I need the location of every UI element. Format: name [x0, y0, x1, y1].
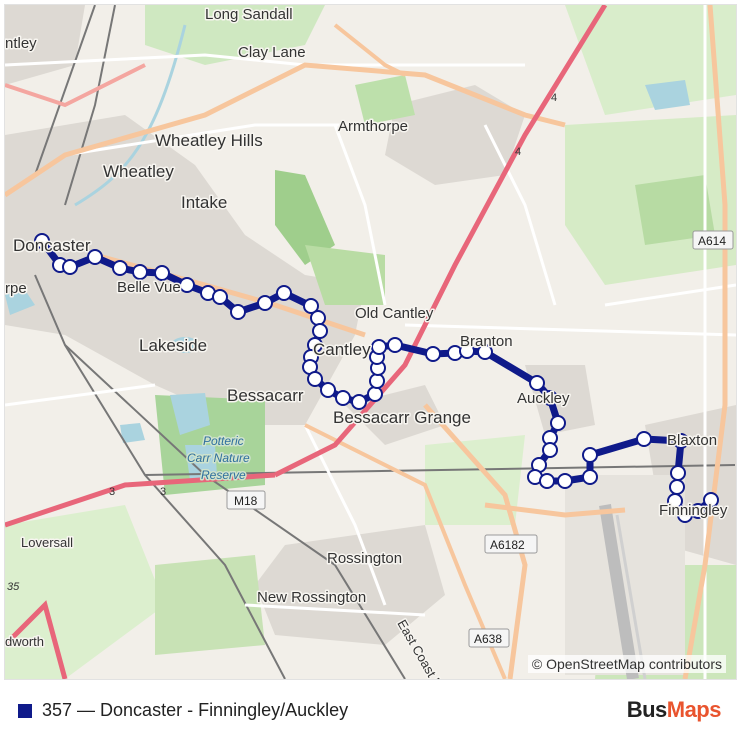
busmaps-logo-maps: Maps — [666, 697, 722, 722]
road-shield-a614: A614 — [692, 230, 734, 250]
road-number-d: 3 — [160, 486, 166, 498]
place-bessacarr: Bessacarr — [227, 386, 304, 405]
bus-stop-marker[interactable] — [212, 289, 228, 305]
bus-stop-marker[interactable] — [459, 343, 475, 359]
place-doncaster: Doncaster — [13, 236, 91, 255]
water-features — [5, 80, 690, 480]
bus-stop-marker[interactable] — [542, 390, 558, 406]
label-carr-nature: Carr Nature — [187, 451, 250, 465]
bus-stop-marker[interactable] — [477, 344, 493, 360]
motorways — [5, 5, 608, 679]
bus-stop-marker[interactable] — [112, 260, 128, 276]
road-shield-a6182-label: A6182 — [490, 538, 525, 552]
bus-stop-marker[interactable] — [312, 323, 328, 339]
place-long-sandall: Long Sandall — [205, 6, 293, 23]
bus-stop-marker[interactable] — [62, 259, 78, 275]
road-number-e: 35 — [7, 581, 20, 593]
bus-stop-marker[interactable] — [230, 304, 246, 320]
bus-stop-marker[interactable] — [335, 390, 351, 406]
place-clay-lane: Clay Lane — [238, 44, 306, 61]
label-reserve: Reserve — [201, 468, 246, 482]
map-svg: Long Sandall ntley Clay Lane Armthorpe W… — [5, 5, 736, 679]
place-cantley: Cantley — [313, 340, 371, 359]
railways — [34, 5, 736, 679]
bus-stop-marker[interactable] — [636, 431, 652, 447]
bus-stop-marker[interactable] — [669, 479, 685, 495]
bus-stop-marker[interactable] — [132, 264, 148, 280]
bus-stop-marker[interactable] — [307, 371, 323, 387]
route-color-swatch — [18, 703, 32, 718]
urban-areas — [5, 5, 736, 645]
bus-stop-marker[interactable] — [670, 465, 686, 481]
bus-stop-marker[interactable] — [367, 386, 383, 402]
road-shield-a614-label: A614 — [698, 234, 726, 248]
bus-stop-marker[interactable] — [276, 285, 292, 301]
road-shield-a638-label: A638 — [474, 632, 502, 646]
bus-stop-marker[interactable] — [320, 382, 336, 398]
place-branton: Branton — [460, 333, 513, 350]
place-auckley: Auckley — [517, 390, 570, 407]
place-blaxton: Blaxton — [667, 432, 717, 449]
place-bessacarr-grange: Bessacarr Grange — [333, 408, 471, 427]
road-number-b: 4 — [515, 146, 521, 158]
bus-stop-marker[interactable] — [582, 447, 598, 463]
road-number-a: 4 — [551, 92, 557, 104]
place-balby: rpe — [5, 280, 27, 297]
place-bentley: ntley — [5, 35, 37, 52]
road-shield-a638: A638 — [468, 628, 510, 648]
river-don — [74, 24, 187, 207]
bus-stop-marker[interactable] — [425, 346, 441, 362]
bus-stop-marker[interactable] — [667, 493, 683, 509]
bus-stop-marker[interactable] — [557, 473, 573, 489]
place-tickhill-partial: dworth — [5, 634, 44, 649]
bus-stop-marker[interactable] — [257, 295, 273, 311]
bus-stop-marker[interactable] — [673, 433, 689, 449]
bus-stop-marker[interactable] — [550, 415, 566, 431]
place-belle-vue: Belle Vue — [117, 279, 181, 296]
bus-stop-marker[interactable] — [703, 492, 719, 508]
bus-stop-marker[interactable] — [542, 442, 558, 458]
map-attribution[interactable]: © OpenStreetMap contributors — [527, 655, 726, 673]
bus-stop-marker[interactable] — [369, 373, 385, 389]
airport — [565, 475, 685, 679]
bus-stop-marker[interactable] — [310, 310, 326, 326]
bus-stop-marker[interactable] — [34, 233, 50, 249]
bus-stop-marker[interactable] — [529, 375, 545, 391]
place-old-cantley: Old Cantley — [355, 305, 434, 322]
bus-stop-marker[interactable] — [351, 394, 367, 410]
busmaps-logo[interactable]: BusMaps — [626, 697, 722, 723]
bus-stop-marker[interactable] — [179, 277, 195, 293]
bus-stop-marker[interactable] — [387, 337, 403, 353]
place-finningley: Finningley — [659, 502, 728, 519]
label-potteric: Potteric — [203, 434, 244, 448]
map-canvas[interactable]: Long Sandall ntley Clay Lane Armthorpe W… — [4, 4, 737, 680]
road-shield-m18-label: M18 — [234, 494, 258, 508]
place-new-rossington: New Rossington — [257, 589, 366, 606]
road-shield-m18: M18 — [226, 490, 266, 510]
place-loversall: Loversall — [21, 535, 73, 550]
place-wheatley-hills: Wheatley Hills — [155, 131, 263, 150]
bus-stop-marker[interactable] — [539, 473, 555, 489]
bus-stop-marker[interactable] — [371, 339, 387, 355]
bus-route-357-stops — [34, 233, 719, 523]
place-labels: Long Sandall ntley Clay Lane Armthorpe W… — [5, 5, 729, 679]
road-number-c: 3 — [109, 486, 115, 498]
bus-stop-marker[interactable] — [690, 503, 706, 519]
road-shield-a6182: A6182 — [484, 534, 538, 554]
place-rossington: Rossington — [327, 550, 402, 567]
place-lakeside: Lakeside — [139, 336, 207, 355]
busmaps-logo-bus: Bus — [626, 697, 668, 722]
route-legend: 357 — Doncaster - Finningley/Auckley — [18, 700, 348, 721]
route-legend-label: 357 — Doncaster - Finningley/Auckley — [42, 700, 349, 720]
road-numbers: 4 4 3 3 35 — [7, 92, 557, 593]
bus-stop-marker[interactable] — [582, 469, 598, 485]
place-armthorpe: Armthorpe — [338, 118, 408, 135]
bus-stop-marker[interactable] — [303, 298, 319, 314]
bus-stop-marker[interactable] — [154, 265, 170, 281]
place-intake: Intake — [181, 193, 227, 212]
bus-stop-marker[interactable] — [87, 249, 103, 265]
place-wheatley: Wheatley — [103, 162, 174, 181]
